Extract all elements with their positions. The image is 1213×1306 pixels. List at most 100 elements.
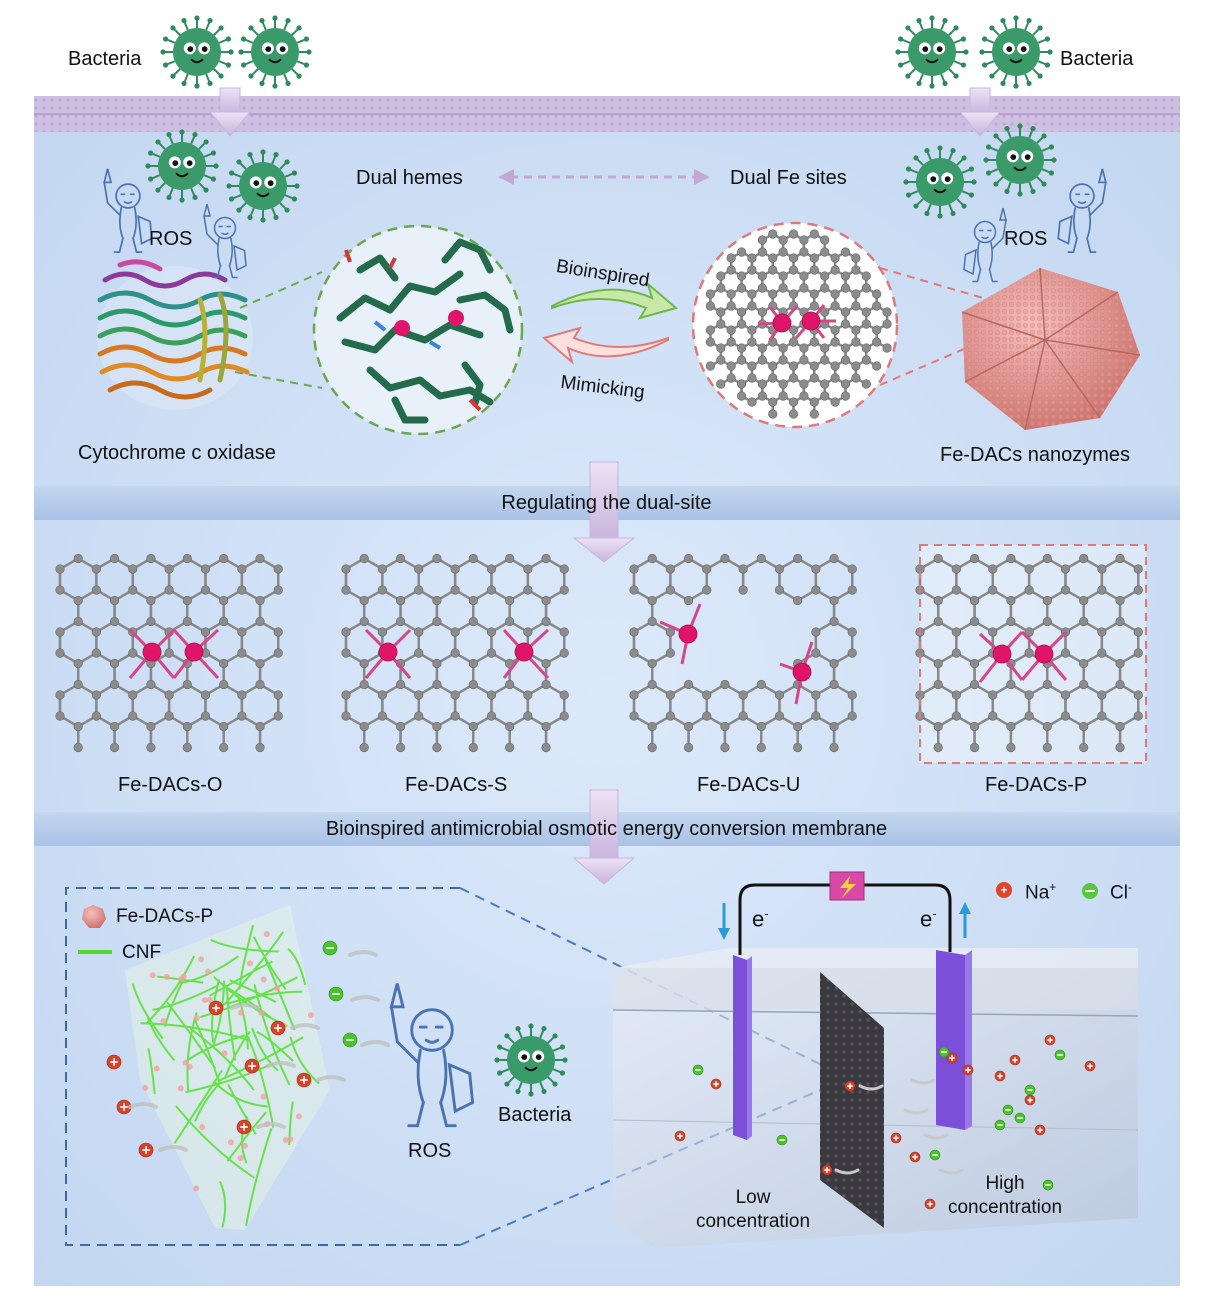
ros-label-left: ROS bbox=[149, 228, 193, 250]
band-membrane-label: Bioinspired antimicrobial osmotic energy… bbox=[325, 818, 888, 840]
structure-fe-dacs-o bbox=[55, 553, 283, 753]
na-ion bbox=[1034, 1124, 1046, 1136]
low-concentration-label: Low concentration bbox=[695, 1187, 811, 1232]
bacterium bbox=[226, 149, 300, 223]
structure-fe-dacs-p bbox=[915, 544, 1147, 764]
cytochrome-label: Cytochrome c oxidase bbox=[78, 442, 276, 464]
na-ion bbox=[116, 1099, 132, 1115]
structure-label-p: Fe-DACs-P bbox=[985, 774, 1088, 796]
structure-label-u: Fe-DACs-U bbox=[697, 774, 801, 796]
heme-zoom-lines bbox=[234, 271, 323, 389]
na-ion bbox=[844, 1080, 856, 1092]
legend-fe-icon bbox=[82, 905, 106, 928]
ion-trail bbox=[910, 1078, 936, 1085]
ion-trail bbox=[230, 1003, 260, 1010]
bacteria-label-bottom: Bacteria bbox=[498, 1104, 572, 1126]
svg-text:+: + bbox=[1000, 883, 1007, 897]
na-ion bbox=[962, 1064, 974, 1076]
band-regulating-label: Regulating the dual-site bbox=[501, 492, 712, 514]
na-ion bbox=[1009, 1054, 1021, 1066]
structure-fe-dacs-u bbox=[629, 553, 857, 753]
na-ion bbox=[106, 1054, 122, 1070]
ros-figure bbox=[1057, 168, 1107, 253]
ros-figure bbox=[389, 983, 475, 1128]
cl-ion bbox=[1054, 1049, 1066, 1061]
ion-trail bbox=[350, 995, 380, 1002]
bioinspired-arrow bbox=[551, 281, 679, 320]
na-ion bbox=[994, 1070, 1006, 1082]
na-ion bbox=[236, 1119, 252, 1135]
ion-trail bbox=[348, 950, 378, 957]
na-ion bbox=[1044, 1034, 1056, 1046]
bacterium bbox=[895, 15, 969, 89]
fe-sites-zoom bbox=[691, 221, 899, 429]
na-ion bbox=[890, 1132, 902, 1144]
electron-label-right: e- bbox=[920, 906, 937, 932]
na-ion bbox=[244, 1058, 260, 1074]
na-ion bbox=[674, 1130, 686, 1142]
ros-label-bottom: ROS bbox=[408, 1140, 452, 1162]
dashed-double-arrow bbox=[498, 169, 710, 185]
cl-ion bbox=[692, 1064, 704, 1076]
ros-figure bbox=[203, 203, 247, 279]
bacterium bbox=[494, 1023, 568, 1097]
bacterium bbox=[983, 123, 1057, 197]
cytochrome-protein bbox=[97, 259, 253, 410]
arrow-down-middle-2 bbox=[572, 789, 636, 885]
ros-figure bbox=[103, 168, 153, 253]
bacterium bbox=[145, 129, 219, 203]
ion-trail bbox=[266, 1061, 296, 1068]
na-ion bbox=[138, 1142, 154, 1158]
na-ion bbox=[1024, 1094, 1036, 1106]
fe-dacs-nanozyme-particle bbox=[961, 267, 1141, 431]
electron-label-left: e- bbox=[752, 906, 769, 932]
bacterium bbox=[903, 145, 977, 219]
ion-trail bbox=[128, 1102, 158, 1109]
dual-hemes-label: Dual hemes bbox=[356, 167, 463, 189]
na-ion bbox=[946, 1052, 958, 1064]
bacteria-label-left: Bacteria bbox=[68, 48, 142, 70]
cl-ion bbox=[929, 1149, 941, 1161]
na-ion bbox=[924, 1198, 936, 1210]
cl-ion bbox=[1002, 1104, 1014, 1116]
legend-fe-label: Fe-DACs-P bbox=[116, 906, 214, 927]
dual-heme-zoom bbox=[312, 224, 524, 436]
cl-ion bbox=[322, 940, 338, 956]
cl-ion bbox=[938, 1046, 950, 1058]
legend-cl-icon bbox=[1082, 883, 1098, 899]
high-concentration-label: High concentration bbox=[947, 1173, 1063, 1218]
ion-trail bbox=[360, 1040, 390, 1047]
ion-trail bbox=[858, 1084, 884, 1091]
bacterium bbox=[979, 15, 1053, 89]
cl-ion bbox=[1042, 1179, 1054, 1191]
na-ion bbox=[710, 1078, 722, 1090]
osmotic-device bbox=[612, 871, 1139, 1248]
bacteria-label-right: Bacteria bbox=[1060, 48, 1134, 70]
cl-ion bbox=[1014, 1112, 1026, 1124]
legend-cnf-label: CNF bbox=[122, 942, 162, 963]
ion-trail bbox=[923, 1133, 949, 1140]
arrow-down-middle-1 bbox=[572, 461, 636, 563]
mimicking-arrow bbox=[541, 326, 669, 365]
bacterium bbox=[238, 15, 312, 89]
cl-ion bbox=[776, 1134, 788, 1146]
cl-ion bbox=[1024, 1084, 1036, 1096]
structure-fe-dacs-s bbox=[341, 553, 569, 753]
na-ion bbox=[208, 1000, 224, 1016]
legend-cl-label: Cl- bbox=[1110, 880, 1132, 904]
nanozyme-zoom-lines bbox=[879, 267, 991, 386]
ros-label-right: ROS bbox=[1004, 228, 1048, 250]
legend-na-label: Na+ bbox=[1025, 880, 1057, 904]
ion-trail bbox=[290, 1023, 320, 1030]
arrow-down-left bbox=[208, 87, 252, 137]
ion-trail bbox=[834, 1168, 860, 1175]
ros-figure bbox=[963, 207, 1007, 283]
ion-trail bbox=[903, 1108, 929, 1115]
structure-label-s: Fe-DACs-S bbox=[405, 774, 508, 796]
na-ion bbox=[1084, 1060, 1096, 1072]
na-ion bbox=[909, 1151, 921, 1163]
cl-ion bbox=[328, 986, 344, 1002]
cl-ion bbox=[342, 1032, 358, 1048]
arrow-down-right bbox=[958, 87, 1002, 137]
